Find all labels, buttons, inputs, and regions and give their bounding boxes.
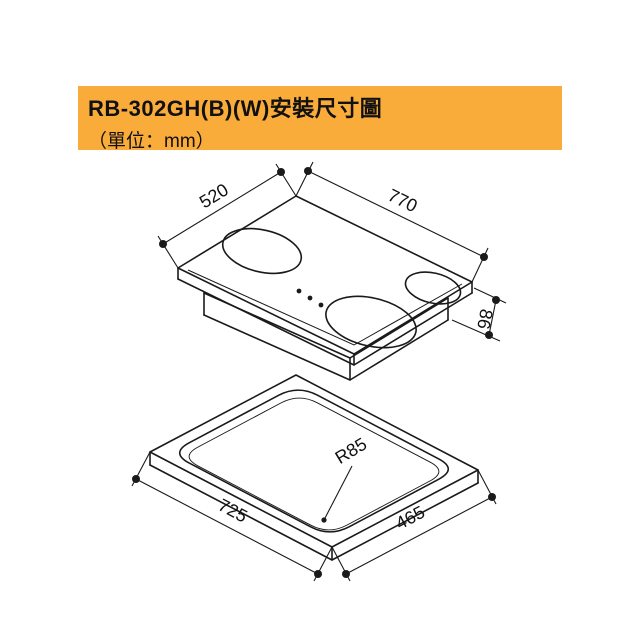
dim-465-line xyxy=(345,496,493,575)
dim-520-end-dot-1 xyxy=(277,168,285,176)
cutout-dimensions: R85 725 465 xyxy=(131,434,497,582)
dim-465-label: 465 xyxy=(392,502,428,534)
burner-right xyxy=(404,271,462,305)
dim-86-end-dot-2 xyxy=(485,331,493,339)
dim-725-end-dot-1 xyxy=(132,475,140,483)
dim-520-end-dot-2 xyxy=(159,240,167,248)
cooktop-bottom-edge xyxy=(177,278,473,366)
dim-725-label: 725 xyxy=(215,495,251,527)
cutout-opening xyxy=(178,389,450,533)
control-dot-1 xyxy=(296,288,302,294)
dim-86-ext-line-1 xyxy=(473,287,507,304)
burner-left xyxy=(221,227,303,275)
cooktop-isometric xyxy=(177,195,473,381)
radius-label: R85 xyxy=(332,434,371,468)
dim-520-line xyxy=(162,171,282,245)
countertop-isometric xyxy=(149,374,479,561)
dim-770-end-dot-1 xyxy=(304,167,312,175)
dim-770-line xyxy=(307,170,485,258)
page-title: RB-302GH(B)(W)安裝尺寸圖 xyxy=(88,96,383,121)
dim-770-ext-line-2 xyxy=(471,247,489,283)
dim-86-label: 86 xyxy=(473,307,496,330)
dim-725-end-dot-2 xyxy=(314,570,322,578)
dim-520-label: 520 xyxy=(196,180,232,213)
burner-box-bottom-edge xyxy=(203,314,449,381)
cooktop-front-rim xyxy=(187,269,463,346)
unit-note: （單位：mm） xyxy=(88,131,215,152)
dim-86-line xyxy=(488,299,497,336)
cooktop-top-face xyxy=(177,195,473,355)
dim-86-end-dot-1 xyxy=(492,296,500,304)
radius-leader-line xyxy=(323,465,353,521)
burner-box-top-seam xyxy=(203,292,449,359)
cooktop-dimensions: 520 770 86 xyxy=(157,161,507,342)
control-dot-3 xyxy=(318,302,324,308)
cutout-inner-wall xyxy=(188,397,440,531)
dim-770-end-dot-2 xyxy=(480,253,488,261)
dim-465-end-dot-1 xyxy=(342,570,350,578)
radius-leader-dot xyxy=(321,517,327,523)
countertop-bottom-edge xyxy=(149,464,479,561)
control-dot-2 xyxy=(307,295,313,301)
title-banner: RB-302GH(B)(W)安裝尺寸圖 （單位：mm） xyxy=(78,86,562,152)
dim-465-end-dot-2 xyxy=(488,493,496,501)
burner-front-large xyxy=(325,295,417,349)
dim-725-line xyxy=(135,478,319,575)
dim-770-ext-line-1 xyxy=(295,161,314,197)
